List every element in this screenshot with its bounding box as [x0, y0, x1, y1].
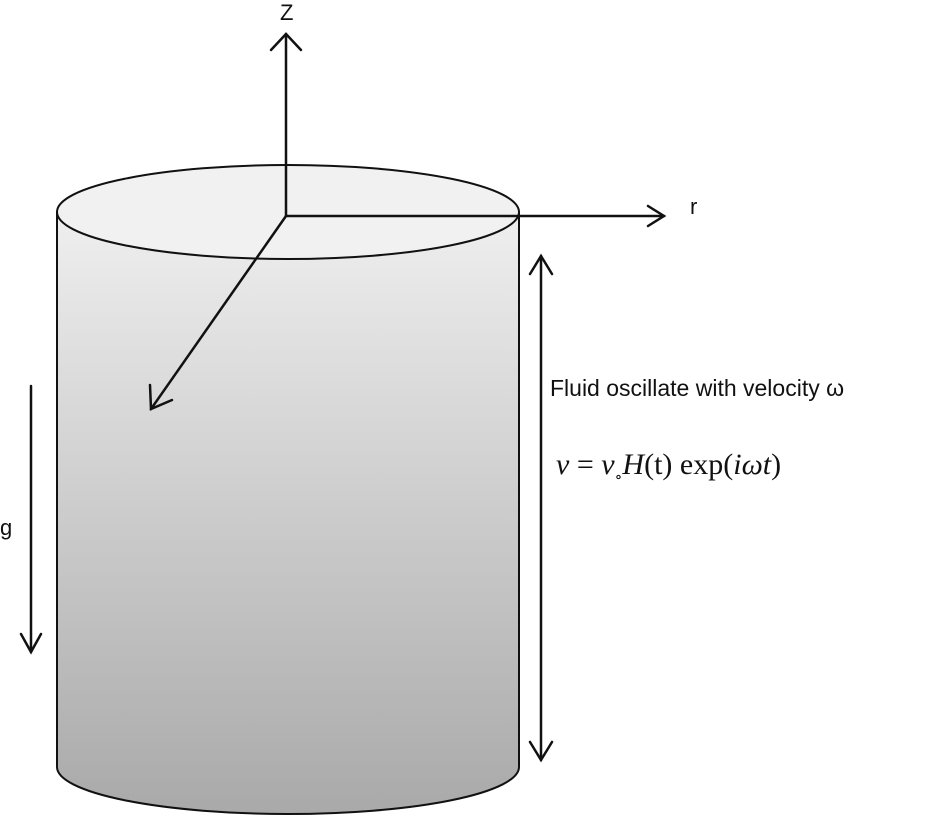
- z-axis-arrow: [269, 32, 303, 218]
- z-axis-label: Z: [280, 0, 293, 25]
- cylinder-top-face: [56, 164, 520, 260]
- eq-v0: v: [601, 448, 615, 481]
- cylinder-body: [56, 211, 520, 815]
- gravity-arrow: [19, 384, 43, 655]
- r-axis-label: r: [690, 194, 697, 219]
- eq-H-arg: (t): [644, 448, 672, 481]
- caption: Fluid oscillate with velocity ω: [550, 375, 844, 401]
- gravity-label: g: [0, 515, 12, 540]
- eq-v: v: [556, 448, 570, 481]
- eq-exp: exp(: [672, 448, 733, 481]
- eq-iwt: iωt: [733, 448, 772, 481]
- eq-equals: =: [569, 448, 601, 481]
- eq-H: H: [621, 448, 646, 481]
- eq-v0-sub: ∘: [615, 469, 623, 486]
- height-double-arrow: [528, 253, 554, 763]
- eq-close: ): [771, 448, 781, 481]
- r-axis-arrow: [284, 204, 667, 228]
- radial-axis-arrow: [148, 214, 288, 411]
- velocity-equation: v = v∘H(t) exp(iωt): [556, 448, 781, 486]
